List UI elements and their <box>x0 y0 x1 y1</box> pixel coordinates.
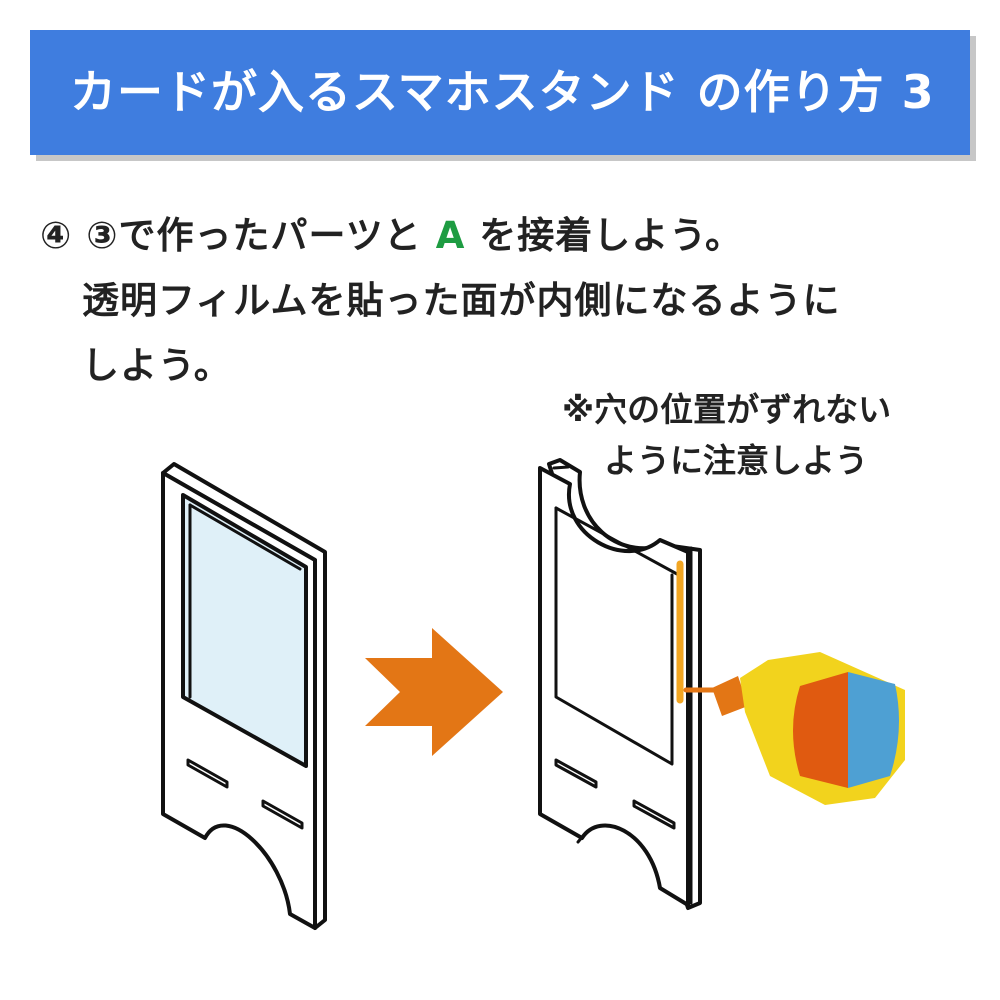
step-marker: ④ <box>40 214 73 257</box>
instruction-text-before: で作ったパーツと <box>118 214 422 257</box>
part-a-with-film <box>161 462 327 930</box>
instruction-line-1: ④ ③で作ったパーツと A を接着しよう。 <box>40 205 743 259</box>
transparent-film <box>181 493 308 768</box>
page-title: カードが入るスマホスタンド の作り方 3 <box>70 65 935 119</box>
instruction-line-2: 透明フィルムを貼った面が内側になるように <box>82 279 841 322</box>
slot-upper-right <box>554 758 598 789</box>
instruction-line-3: しよう。 <box>82 344 232 387</box>
assembled-parts <box>538 458 702 910</box>
part-name-label: A <box>435 214 466 257</box>
glue-bottle-icon <box>683 652 905 805</box>
reference-step-marker: ③ <box>86 214 119 257</box>
title-banner: カードが入るスマホスタンド の作り方 3 <box>30 30 970 155</box>
slot-upper <box>186 758 229 789</box>
caution-note-line-2: ように注意しよう <box>604 441 868 480</box>
slot-lower-right <box>632 799 676 830</box>
right-arrow-icon <box>365 628 503 756</box>
slot-lower <box>261 799 304 830</box>
caution-note-line-1: ※穴の位置がずれない <box>562 390 892 429</box>
instruction-text-after: を接着しよう。 <box>479 214 744 257</box>
